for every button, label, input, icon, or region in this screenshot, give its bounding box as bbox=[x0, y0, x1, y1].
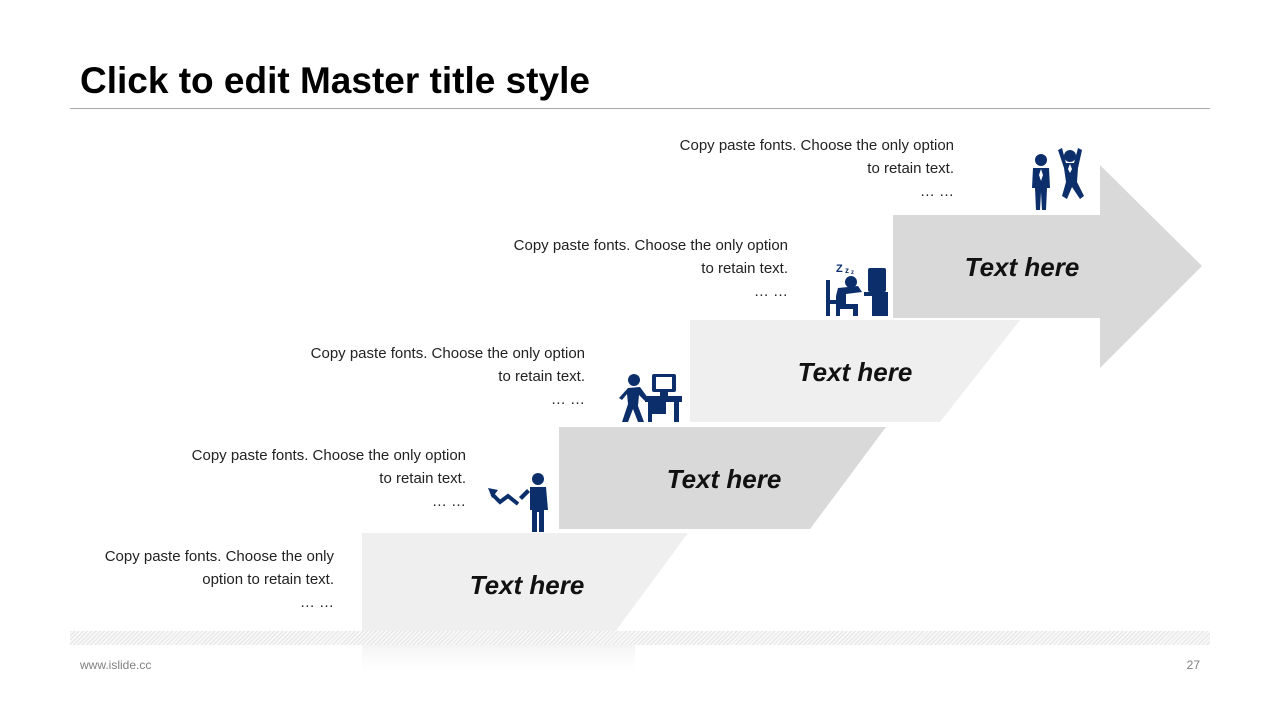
step-2-caption-line3: … … bbox=[431, 493, 466, 510]
footer-url[interactable]: www.islide.cc bbox=[80, 658, 152, 672]
celebrating-people-icon bbox=[1032, 148, 1084, 210]
sleeping-at-computer-icon: Z z z bbox=[826, 263, 888, 316]
step-2-caption-line2: to retain text. bbox=[379, 470, 466, 487]
step-1-label: Text here bbox=[470, 570, 585, 600]
step-3-caption[interactable]: Copy paste fonts. Choose the only option… bbox=[311, 342, 585, 411]
step-4-label: Text here bbox=[965, 252, 1080, 282]
step-5-caption-line1: Copy paste fonts. Choose the only option bbox=[679, 137, 954, 154]
step-1-caption-line3: … … bbox=[299, 594, 334, 611]
step-3-shape[interactable] bbox=[559, 427, 886, 529]
page-number: 27 bbox=[1186, 658, 1200, 672]
step-4-caption-line2: to retain text. bbox=[701, 260, 788, 277]
step-4-caption-line1: Copy paste fonts. Choose the only option bbox=[513, 237, 788, 254]
step-4-shape[interactable] bbox=[690, 320, 1020, 422]
step-3-caption-line2: to retain text. bbox=[498, 368, 585, 385]
svg-text:z: z bbox=[851, 270, 854, 276]
slide-title[interactable]: Click to edit Master title style bbox=[80, 60, 590, 101]
step-4-caption[interactable]: Copy paste fonts. Choose the only option… bbox=[514, 234, 788, 303]
step-3-label: Text here bbox=[798, 357, 913, 387]
step-5-caption-line3: … … bbox=[919, 183, 954, 200]
title-divider bbox=[70, 108, 1210, 109]
svg-text:Z: Z bbox=[836, 263, 843, 275]
step-1-caption-line1: Copy paste fonts. Choose the only bbox=[104, 548, 334, 565]
step-5-caption-line2: to retain text. bbox=[867, 160, 954, 177]
step-5-arrow-shape[interactable] bbox=[893, 165, 1202, 368]
step-2-label: Text here bbox=[667, 464, 782, 494]
svg-text:z: z bbox=[845, 266, 849, 275]
step-5-caption[interactable]: Copy paste fonts. Choose the only option… bbox=[680, 134, 954, 203]
step-1-shape[interactable] bbox=[362, 533, 688, 632]
step-3-caption-line3: … … bbox=[550, 391, 585, 408]
footer-band bbox=[70, 631, 1210, 645]
worker-pushing-desk-icon bbox=[619, 374, 682, 422]
step-2-caption-line1: Copy paste fonts. Choose the only option bbox=[191, 447, 466, 464]
step-1-caption[interactable]: Copy paste fonts. Choose the only option… bbox=[105, 545, 334, 614]
step-4-caption-line3: … … bbox=[753, 283, 788, 300]
step-1-caption-line2: option to retain text. bbox=[202, 571, 334, 588]
step-1-reflection bbox=[362, 645, 635, 680]
presenter-with-rising-chart-icon bbox=[488, 473, 548, 532]
step-2-caption[interactable]: Copy paste fonts. Choose the only option… bbox=[192, 444, 466, 513]
step-3-caption-line1: Copy paste fonts. Choose the only option bbox=[310, 345, 585, 362]
